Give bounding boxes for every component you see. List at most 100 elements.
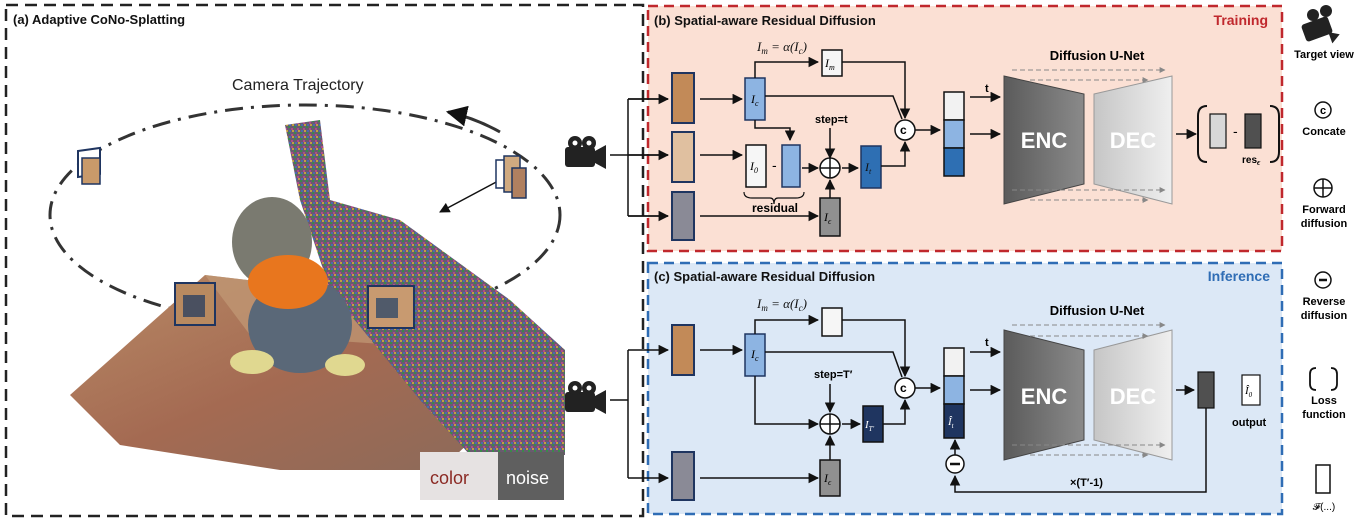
b-box-it (860, 145, 882, 189)
c-box-im (821, 307, 843, 337)
b-minus: - (772, 157, 777, 173)
c-t-label: t (985, 337, 989, 349)
panel-c-title: (c) Spatial-aware Residual Diffusion (654, 269, 875, 284)
camera-trajectory-label: Camera Trajectory (232, 77, 364, 94)
b-box-i0 (745, 144, 767, 188)
c-output-box-label: Î0 (1244, 385, 1253, 399)
b-dec-label: DEC (1110, 128, 1157, 153)
b-thumb-rgb (671, 72, 695, 124)
c-output-box (1241, 374, 1261, 406)
c-stack-mid (943, 375, 965, 405)
panel-c-mode: Inference (1208, 268, 1270, 284)
legend-forward-2: diffusion (1301, 218, 1348, 230)
c-step-label: step=T′ (814, 369, 853, 381)
b-loss-target (1244, 113, 1262, 149)
b-loss-pred (1209, 113, 1227, 149)
b-stack-mid (943, 119, 965, 149)
b-residual-brace (743, 191, 805, 205)
legend: Target view c Concate Forward diffusion … (1294, 5, 1354, 513)
bird-beak (248, 255, 328, 309)
legend-loss-1: Loss (1311, 395, 1337, 407)
legend-reverse-2: diffusion (1301, 310, 1348, 322)
panel-c: (c) Spatial-aware Residual Diffusion Inf… (610, 261, 1284, 516)
legend-loss-2: function (1302, 409, 1346, 421)
c-concat-symbol: c (900, 381, 907, 395)
c-output-pred (1197, 371, 1215, 409)
b-thumb-depth (671, 191, 695, 241)
noise-label: noise (506, 468, 549, 488)
panel-a-border (4, 3, 645, 518)
c-formula: Im = α(Ic) (756, 296, 807, 313)
view-frame-bottom-right (367, 285, 415, 329)
b-loss-minus: - (1233, 123, 1238, 139)
c-skip-connections (1012, 322, 1166, 458)
c-loop-line (949, 408, 1207, 493)
b-box-ie (819, 197, 841, 237)
color-label-box (420, 452, 498, 500)
panel-a-title: (a) Adaptive CoNo-Splatting (13, 12, 185, 27)
view-frame-left (77, 146, 101, 185)
b-box-im-label: Im (824, 56, 835, 72)
b-concat-symbol: c (900, 123, 907, 137)
b-residual-label: residual (752, 201, 798, 215)
color-label: color (430, 468, 469, 488)
c-output-label: output (1232, 417, 1267, 429)
b-enc-label: ENC (1021, 128, 1068, 153)
b-box-ic2 (781, 144, 801, 188)
b-enc-block (1003, 75, 1085, 205)
view-frame-right (495, 155, 527, 199)
panel-b: (b) Spatial-aware Residual Diffusion Tra… (610, 4, 1284, 253)
camera-icon-inference (565, 381, 606, 414)
b-loss-bracket-right (1269, 105, 1280, 163)
c-stack-top (943, 347, 965, 377)
view-frame-bottom-left (174, 282, 216, 326)
c-dec-label: DEC (1110, 384, 1157, 409)
concate-icon-symbol: c (1320, 105, 1326, 117)
c-box-ihat-label: Ît (947, 416, 955, 430)
b-unet-title: Diffusion U-Net (1050, 48, 1145, 63)
c-loop-label: ×(T′-1) (1070, 477, 1103, 489)
panel-b-title: (b) Spatial-aware Residual Diffusion (654, 13, 876, 28)
c-box-ie (819, 459, 841, 497)
c-box-ic-label: Ic (750, 347, 759, 363)
panel-a: (a) Adaptive CoNo-Splatting Camera Traje… (4, 3, 645, 518)
concate-icon (1314, 101, 1332, 119)
c-stack-bot (943, 403, 965, 439)
c-thumb-depth (671, 451, 695, 501)
camera-icon-training (565, 136, 606, 169)
view-arrow (439, 179, 501, 213)
noise-label-box (498, 452, 564, 500)
c-enc-block (1003, 329, 1085, 461)
b-t-label: t (985, 83, 989, 95)
c-box-it-label: IT′ (864, 419, 875, 433)
b-box-ic-label: Ic (750, 92, 759, 108)
legend-concate: Concate (1302, 126, 1345, 138)
b-loss-bracket-left (1197, 105, 1208, 163)
panel-c-bg (646, 261, 1284, 516)
b-skip-connections (1012, 67, 1166, 203)
noise-region (285, 120, 565, 455)
b-step-label: step=t (815, 114, 848, 126)
bird-foot-left (230, 350, 274, 374)
legend-target-view: Target view (1294, 49, 1354, 61)
c-box-ie-label: Iϵ (823, 471, 832, 487)
feature-box-icon (1315, 464, 1331, 494)
legend-f-label: 𝓕(...) (1313, 502, 1335, 513)
b-thumb-rgb-2 (671, 131, 695, 183)
target-view-icon (1301, 5, 1340, 44)
c-enc-label: ENC (1021, 384, 1068, 409)
b-stack-top (943, 91, 965, 121)
panel-b-bg (646, 4, 1284, 253)
b-stack-bot (943, 147, 965, 177)
b-box-ie-label: Iϵ (823, 210, 832, 226)
b-formula: Im = α(Ic) (756, 39, 807, 56)
b-box-im (821, 49, 843, 77)
b-box-it-label: It (864, 160, 872, 176)
c-unet-title: Diffusion U-Net (1050, 303, 1145, 318)
legend-reverse-1: Reverse (1303, 296, 1346, 308)
legend-forward-1: Forward (1302, 204, 1345, 216)
panel-b-mode: Training (1214, 12, 1268, 28)
c-thumb-rgb (671, 324, 695, 376)
b-box-i0-label: I0 (749, 159, 758, 175)
